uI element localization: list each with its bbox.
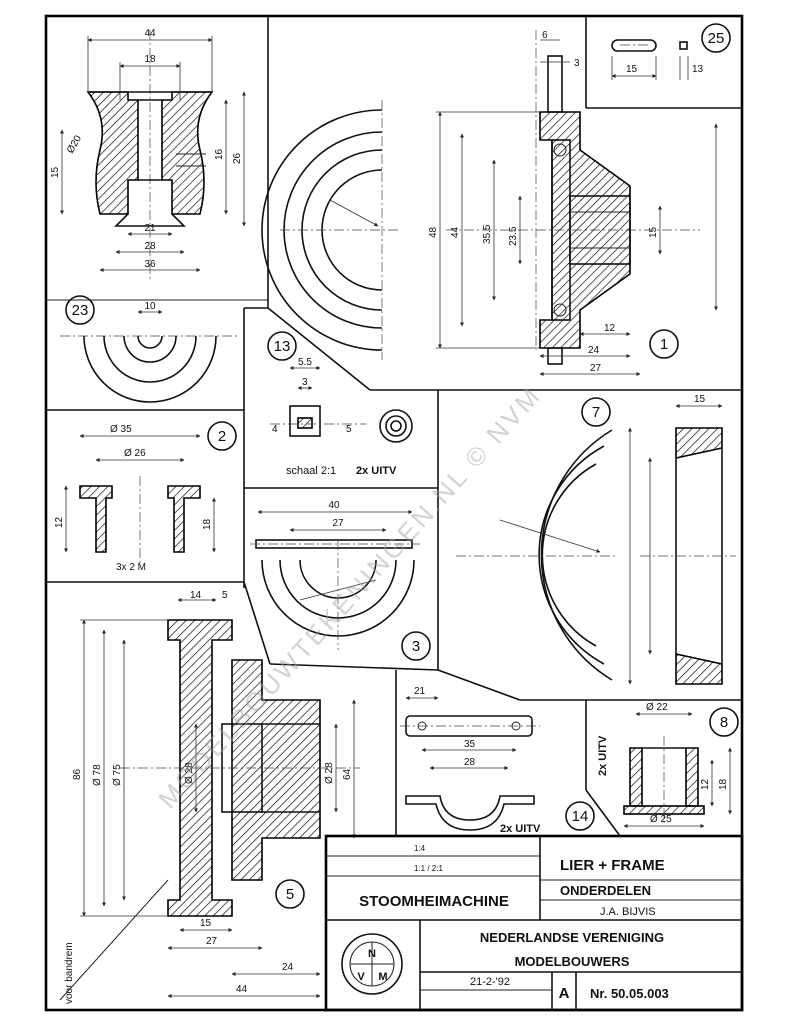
title-scale-a: 1:4 — [414, 844, 426, 853]
part1-dim-24: 24 — [588, 345, 600, 356]
title-scale-b: 1:1 / 2:1 — [414, 864, 443, 873]
part23-dim-44: 44 — [144, 28, 156, 39]
part-number-14: 14 — [572, 808, 589, 825]
part1-dim-48: 48 — [428, 226, 439, 238]
part23-dim-18: 18 — [144, 54, 156, 65]
part8-quantity: 2x UITV — [597, 735, 609, 776]
part5-dim-24: 24 — [282, 962, 294, 973]
part5-dim-27: 27 — [206, 936, 218, 947]
part5-note: voor bandrem — [64, 942, 75, 1004]
part8-dim-18: 18 — [718, 778, 729, 790]
part13-dim-5-5: 5.5 — [298, 357, 312, 368]
part3-dim-40: 40 — [328, 500, 340, 511]
part1-dim-44: 44 — [450, 226, 461, 238]
title-drawing-number: Nr. 50.05.003 — [590, 986, 669, 1001]
title-organisation-line2: MODELBOUWERS — [515, 954, 630, 969]
part23-dim-10: 10 — [144, 301, 156, 312]
part-number-23: 23 — [72, 302, 89, 319]
part-number-2: 2 — [218, 428, 226, 445]
part1-dim-35-5: 35.5 — [482, 224, 493, 244]
part14-dim-28: 28 — [464, 757, 476, 768]
part1-dim-12: 12 — [604, 323, 616, 334]
part14-dim-21: 21 — [414, 686, 426, 697]
part23-dim-16: 16 — [214, 148, 225, 160]
part2-dim-12: 12 — [54, 516, 65, 528]
part-number-7: 7 — [592, 404, 600, 421]
logo-letter-m: M — [378, 971, 387, 983]
part13-dim-3: 3 — [302, 377, 308, 388]
title-sheet-letter: A — [559, 985, 570, 1002]
part23-dim-28: 28 — [144, 241, 156, 252]
part-3-view: 40 27 3 — [250, 500, 431, 661]
part8-dim-d22: Ø 22 — [646, 702, 668, 713]
part5-dim-d75: Ø 75 — [112, 764, 123, 786]
part1-dim-15: 15 — [648, 226, 659, 238]
part23-dim-15: 15 — [50, 166, 61, 178]
part14-quantity: 2x UITV — [500, 823, 541, 835]
part1-dim-27: 27 — [590, 363, 602, 374]
title-organisation-line1: NEDERLANDSE VERENIGING — [480, 930, 664, 945]
part-1-view: 48 44 35.5 23.5 15 6 3 12 24 27 1 — [261, 30, 718, 376]
part13-dim-5: 5 — [346, 424, 352, 435]
part1-dim-3: 3 — [574, 58, 580, 69]
part-number-13: 13 — [274, 338, 291, 355]
part-13-view: 13 5.5 3 4 5 schaal 2:1 2x UITV — [267, 331, 413, 477]
part13-quantity: 2x UITV — [356, 465, 397, 477]
part5-dim-d78: Ø 78 — [92, 764, 103, 786]
part13-dim-4: 4 — [272, 424, 278, 435]
part8-dim-d25: Ø 25 — [650, 814, 672, 825]
part-2-view: 2 Ø 35 Ø 26 12 18 3x 2 M — [54, 421, 237, 573]
part-5-view: 14 5 86 Ø 78 Ø 75 Ø 28 Ø 28 64 15 27 24 … — [59, 590, 360, 1004]
part-23-view: 44 18 Ø20 15 16 26 21 28 36 10 23 — [50, 28, 246, 403]
part2-dim-d26: Ø 26 — [124, 448, 146, 459]
logo-letter-n: N — [368, 948, 376, 960]
part2-thread-note: 3x 2 M — [116, 562, 146, 573]
part5-dim-d28b: Ø 28 — [324, 762, 335, 784]
part-number-25: 25 — [708, 30, 725, 47]
title-author: J.A. BIJVIS — [600, 906, 656, 918]
title-drawing-title: LIER + FRAME — [560, 857, 665, 874]
part23-dim-36: 36 — [144, 259, 156, 270]
part23-dim-26: 26 — [232, 152, 243, 164]
part-14-view: 21 35 28 2x UITV 14 — [400, 686, 595, 835]
part7-dim-15: 15 — [694, 394, 706, 405]
part5-dim-64: 64 — [342, 768, 353, 780]
part5-dim-44: 44 — [236, 984, 248, 995]
nvm-logo: N V M — [341, 933, 403, 995]
part13-scale-note: schaal 2:1 — [286, 465, 336, 477]
part23-dim-r20: Ø20 — [65, 133, 84, 155]
title-date: 21-2-'92 — [470, 976, 510, 988]
part25-dim-length: 15 — [626, 64, 638, 75]
part14-dim-35: 35 — [464, 739, 476, 750]
part2-dim-18: 18 — [202, 518, 213, 530]
part5-dim-86: 86 — [72, 768, 83, 780]
title-machine-name: STOOMHEIMACHINE — [359, 893, 509, 910]
part-number-8: 8 — [720, 714, 728, 731]
part-8-view: 2x UITV 8 Ø 22 12 18 Ø 25 — [597, 702, 739, 828]
part-number-3: 3 — [412, 638, 420, 655]
part1-dim-23-5: 23.5 — [508, 226, 519, 246]
part-25-view: 15 13 25 — [611, 23, 731, 80]
part-7-view: 7 15 — [456, 394, 736, 685]
part5-dim-5: 5 — [222, 590, 228, 601]
part8-dim-12: 12 — [700, 778, 711, 790]
part23-dim-21: 21 — [144, 223, 156, 234]
part25-dim-width: 13 — [692, 64, 704, 75]
part5-dim-d28a: Ø 28 — [184, 762, 195, 784]
title-subtitle: ONDERDELEN — [560, 883, 651, 898]
part-number-1: 1 — [660, 336, 668, 353]
part5-dim-15: 15 — [200, 918, 212, 929]
part3-dim-27: 27 — [332, 518, 344, 529]
title-block: 1:4 1:1 / 2:1 STOOMHEIMACHINE LIER + FRA… — [324, 834, 744, 1012]
part2-dim-d35: Ø 35 — [110, 424, 132, 435]
logo-letter-v: V — [357, 971, 365, 983]
part5-dim-14: 14 — [190, 590, 202, 601]
part1-dim-6: 6 — [542, 30, 548, 41]
part-number-5: 5 — [286, 886, 294, 903]
